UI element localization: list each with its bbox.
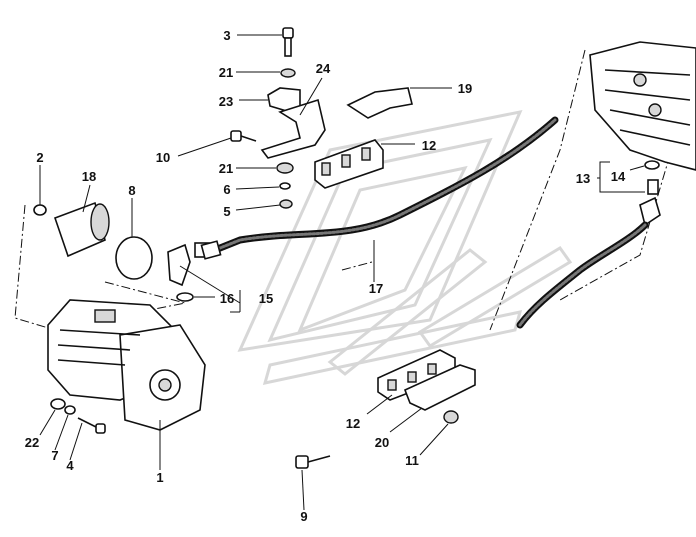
callout-24: 24 (316, 61, 331, 76)
clamp-block-part-12-lower (377, 349, 456, 401)
bracket-part-24 (260, 98, 326, 159)
callout-6: 6 (223, 182, 230, 197)
clamp-block-part-12-top (314, 139, 384, 189)
engine-block (589, 41, 696, 171)
washer-part-14 (644, 160, 660, 170)
bolt-part-3 (282, 27, 294, 57)
clip-part-2 (33, 204, 47, 216)
bracket-part-19 (346, 87, 413, 119)
callout-7: 7 (51, 448, 58, 463)
hose-part-13 (516, 179, 661, 329)
callout-9: 9 (300, 509, 307, 524)
assembly-dash-lines (14, 49, 671, 331)
callout-22: 22 (25, 435, 39, 450)
washer-part-7 (64, 405, 76, 415)
washer-part-6 (279, 182, 291, 190)
callout-12-lower: 12 (346, 416, 360, 431)
callout-14: 14 (611, 169, 626, 184)
callout-23: 23 (219, 94, 233, 109)
watermark-logo (237, 109, 573, 385)
callout-21-top: 21 (219, 65, 233, 80)
callout-1: 1 (156, 470, 163, 485)
callout-12-top: 12 (422, 138, 436, 153)
washer-part-21-top (280, 68, 296, 78)
washer-part-5 (279, 199, 293, 209)
callout-13: 13 (576, 171, 590, 186)
elbow-fitting-part-16 (167, 242, 210, 287)
nut-part-11 (443, 410, 459, 424)
callout-17: 17 (369, 281, 383, 296)
bolt-part-4 (77, 417, 106, 434)
washer-part-22 (50, 398, 66, 410)
o-ring-part-8 (115, 236, 153, 280)
callout-8: 8 (128, 183, 135, 198)
hose-part-17 (200, 116, 559, 260)
callout-20: 20 (375, 435, 389, 450)
leader-lines (39, 34, 645, 511)
callout-11: 11 (405, 453, 419, 468)
callout-18: 18 (82, 169, 96, 184)
callout-4: 4 (66, 458, 74, 473)
filter-part-18 (53, 201, 110, 258)
callout-21-lower: 21 (219, 161, 233, 176)
callout-16: 16 (220, 291, 234, 306)
seal-part-15 (176, 292, 194, 302)
bracket-part-20 (403, 364, 476, 411)
pump-part-1 (47, 299, 206, 431)
callout-15: 15 (259, 291, 273, 306)
callout-19: 19 (458, 81, 472, 96)
callout-3: 3 (223, 28, 230, 43)
bolt-part-9 (295, 455, 331, 469)
callout-5: 5 (223, 204, 230, 219)
callout-2: 2 (36, 150, 43, 165)
callout-10: 10 (156, 150, 170, 165)
bolt-part-10 (230, 130, 257, 142)
callout-labels: 1 2 3 4 5 6 7 8 9 10 11 12 12 13 14 15 1… (25, 28, 626, 524)
washer-part-21-lower (276, 162, 294, 174)
